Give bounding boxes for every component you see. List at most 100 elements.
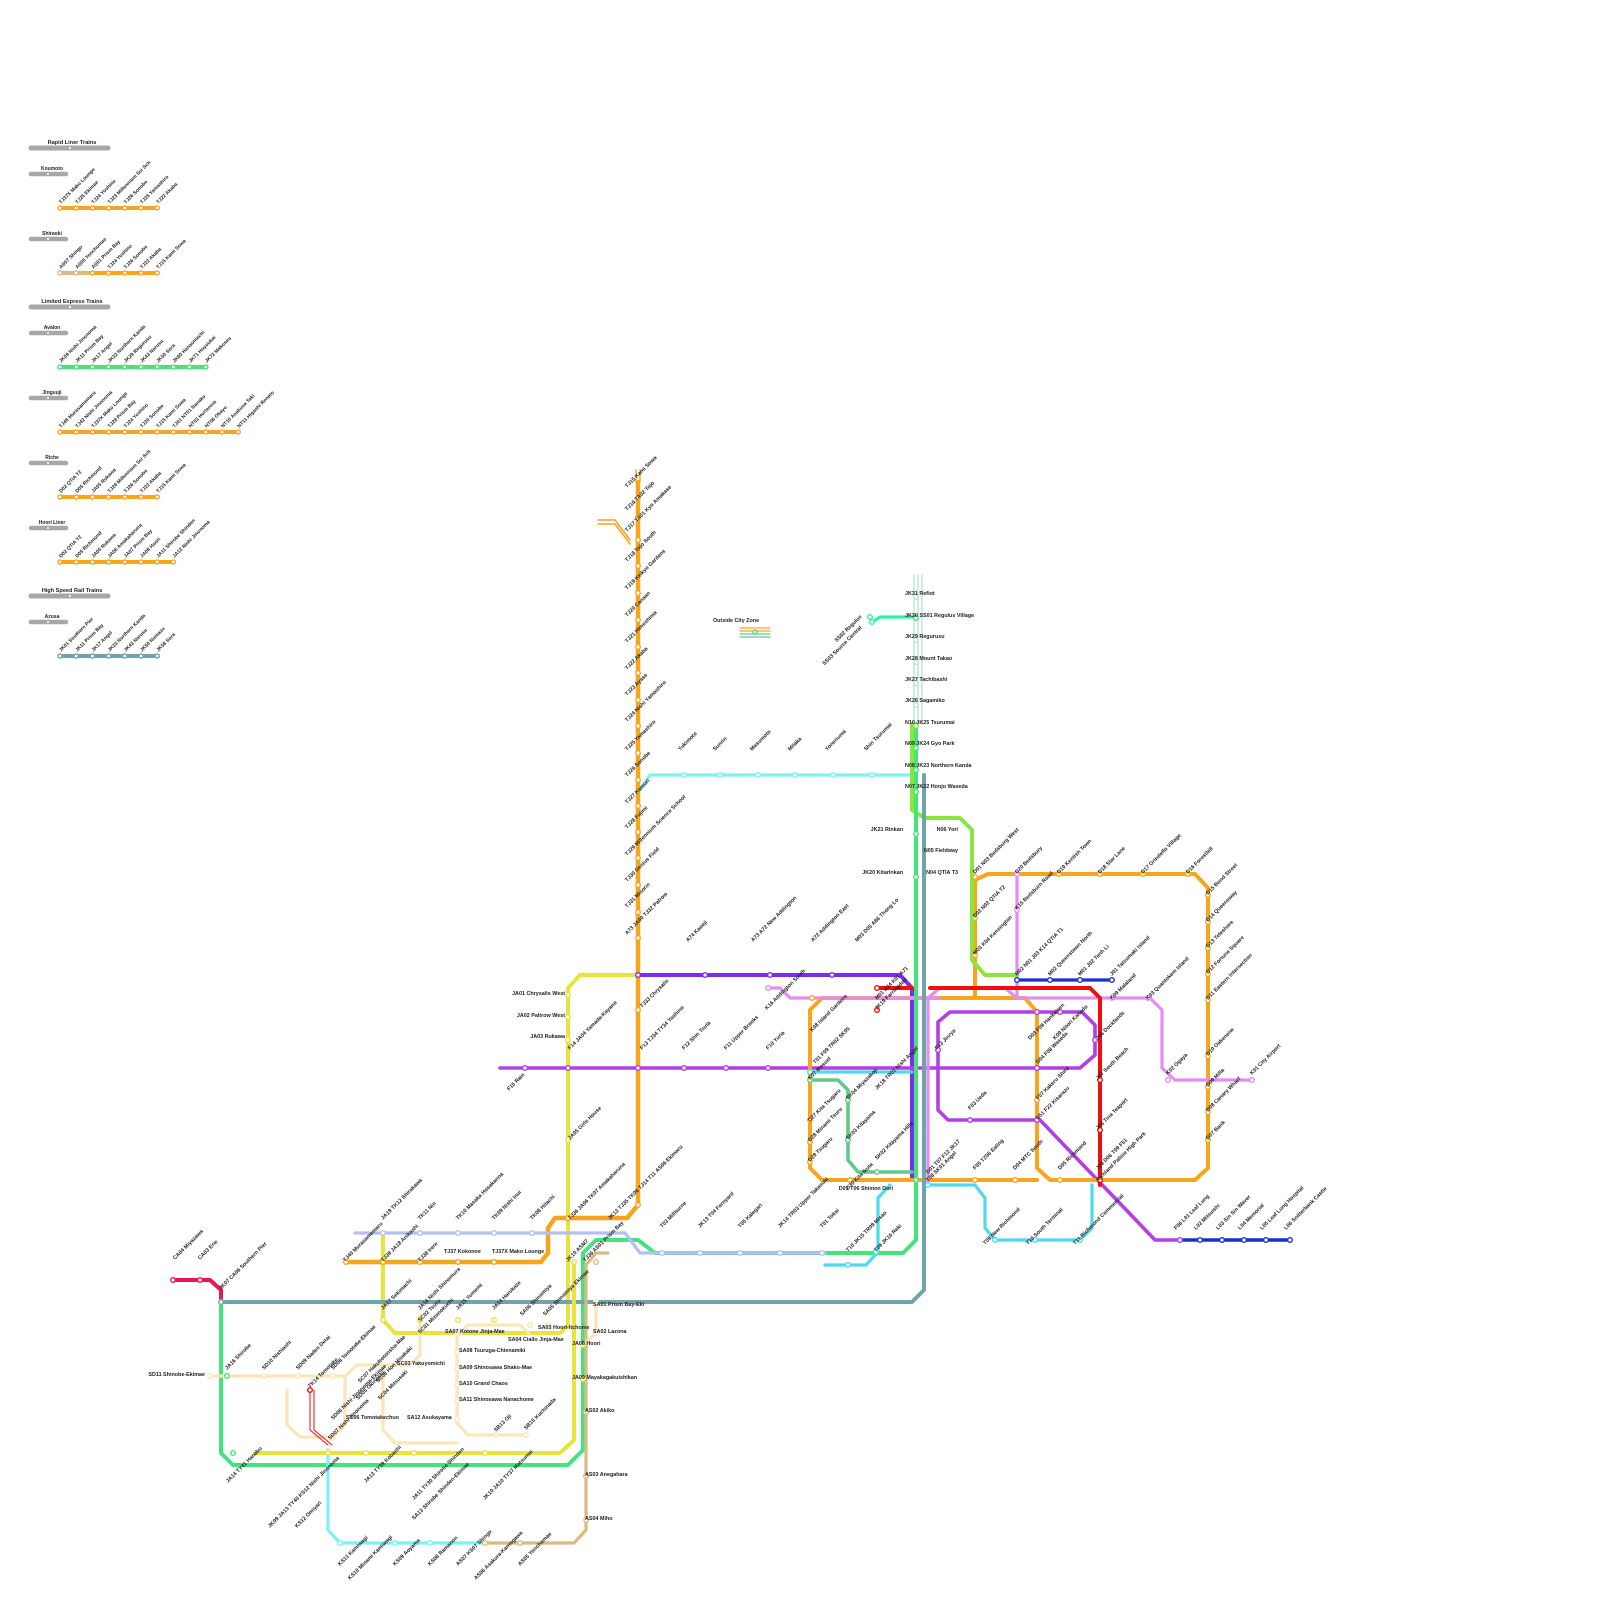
station-marker[interactable] bbox=[1033, 1116, 1040, 1123]
station-marker[interactable] bbox=[1108, 977, 1115, 984]
legend-station-ja05-rukawa[interactable] bbox=[89, 559, 96, 565]
station-marker[interactable] bbox=[913, 637, 920, 644]
station-marker[interactable] bbox=[1144, 995, 1151, 1002]
legend-station-tj37x-mako-lounge[interactable] bbox=[89, 429, 96, 435]
legend-station-tj29-prism-bay[interactable] bbox=[105, 429, 112, 435]
station-marker[interactable] bbox=[593, 1258, 600, 1265]
station-marker[interactable] bbox=[206, 1372, 213, 1379]
line-lavender-tk[interactable] bbox=[381, 1231, 827, 1255]
station-marker[interactable] bbox=[337, 1539, 344, 1546]
legend-station-nt06-okayo[interactable] bbox=[202, 429, 209, 435]
station-marker[interactable] bbox=[454, 1348, 461, 1355]
legend-station-jk22-northern-kanda[interactable] bbox=[105, 364, 112, 370]
station-marker[interactable] bbox=[1031, 1236, 1038, 1243]
station-marker[interactable] bbox=[635, 723, 642, 730]
station-marker[interactable] bbox=[482, 1539, 489, 1546]
station-marker[interactable] bbox=[1204, 1136, 1211, 1143]
station-marker[interactable] bbox=[972, 874, 979, 881]
station-marker[interactable] bbox=[807, 1068, 814, 1075]
station-marker[interactable] bbox=[343, 1258, 350, 1265]
station-marker[interactable] bbox=[1014, 871, 1021, 878]
station-marker[interactable] bbox=[529, 1229, 536, 1236]
station-marker[interactable] bbox=[1096, 1076, 1103, 1083]
station-marker[interactable] bbox=[869, 772, 876, 779]
station-marker[interactable] bbox=[565, 1014, 572, 1021]
legend-station-ja08-hoori[interactable] bbox=[138, 559, 144, 565]
station-marker[interactable] bbox=[635, 803, 642, 810]
station-marker[interactable] bbox=[1204, 1083, 1211, 1090]
station-marker[interactable] bbox=[1204, 919, 1211, 926]
station-marker[interactable] bbox=[454, 1329, 461, 1336]
station-marker[interactable] bbox=[717, 772, 724, 779]
station-marker[interactable] bbox=[635, 935, 642, 942]
station-marker[interactable] bbox=[1204, 1108, 1211, 1115]
line-cyan-north[interactable] bbox=[638, 773, 914, 792]
legend-station-tj22-akaba[interactable] bbox=[154, 205, 160, 211]
station-marker[interactable] bbox=[845, 1136, 852, 1143]
line-teal-hsr[interactable] bbox=[219, 773, 926, 1304]
station-marker[interactable] bbox=[417, 1361, 424, 1368]
line-green-jk[interactable] bbox=[219, 722, 918, 1467]
line-yellow-ja[interactable] bbox=[381, 973, 640, 1335]
station-marker[interactable] bbox=[565, 1214, 572, 1221]
legend-station-jk58-sora[interactable] bbox=[154, 653, 160, 659]
station-marker[interactable] bbox=[807, 1138, 814, 1145]
station-marker[interactable] bbox=[635, 515, 642, 522]
legend-station-as01-prism-bay[interactable] bbox=[89, 270, 96, 276]
station-marker[interactable] bbox=[635, 1064, 642, 1071]
station-marker[interactable] bbox=[1055, 871, 1062, 878]
station-marker[interactable] bbox=[807, 1076, 814, 1083]
legend-station-ja05-rukawa[interactable] bbox=[89, 494, 96, 500]
station-marker[interactable] bbox=[847, 1176, 854, 1183]
station-marker[interactable] bbox=[635, 1201, 642, 1208]
legend-station-jk29-regurusu[interactable] bbox=[122, 364, 128, 370]
station-marker[interactable] bbox=[1056, 1009, 1063, 1016]
station-marker[interactable] bbox=[491, 1316, 498, 1323]
legend-station-ja11-shirobe-shinden[interactable] bbox=[154, 559, 160, 565]
station-marker[interactable] bbox=[1204, 892, 1211, 899]
station-marker[interactable] bbox=[593, 1329, 600, 1336]
legend-station-tj01-nt01-nanako[interactable] bbox=[170, 429, 177, 435]
legend-station-as07-shingo[interactable] bbox=[57, 270, 63, 276]
station-marker[interactable] bbox=[819, 1249, 826, 1256]
station-marker[interactable] bbox=[765, 985, 772, 992]
station-marker[interactable] bbox=[583, 1408, 590, 1415]
line-yellow-south[interactable] bbox=[253, 1260, 576, 1455]
station-marker[interactable] bbox=[913, 594, 920, 601]
station-marker[interactable] bbox=[635, 750, 642, 757]
station-marker[interactable] bbox=[330, 1433, 337, 1440]
station-marker[interactable] bbox=[1096, 871, 1103, 878]
station-marker[interactable] bbox=[380, 1258, 387, 1265]
station-marker[interactable] bbox=[1262, 1236, 1269, 1243]
legend-station-jk09-nishi-jinonoma[interactable] bbox=[57, 364, 63, 370]
legend-station-jk72-makoseu[interactable] bbox=[202, 364, 209, 370]
legend-station-jk71-hoyoukai[interactable] bbox=[186, 364, 193, 370]
station-marker[interactable] bbox=[169, 1276, 176, 1283]
station-marker[interactable] bbox=[635, 829, 642, 836]
station-marker[interactable] bbox=[522, 1064, 529, 1071]
station-marker[interactable] bbox=[635, 1007, 642, 1014]
station-marker[interactable] bbox=[565, 1036, 572, 1043]
station-marker[interactable] bbox=[635, 537, 642, 544]
station-marker[interactable] bbox=[913, 874, 920, 881]
station-marker[interactable] bbox=[935, 1046, 942, 1053]
station-marker[interactable] bbox=[869, 619, 876, 626]
station-marker[interactable] bbox=[417, 1258, 424, 1265]
legend-station-jk17-angel[interactable] bbox=[89, 653, 96, 659]
station-marker[interactable] bbox=[545, 1321, 552, 1328]
station-marker[interactable] bbox=[874, 1168, 881, 1175]
station-marker[interactable] bbox=[829, 972, 836, 979]
station-marker[interactable] bbox=[493, 1431, 500, 1438]
station-marker[interactable] bbox=[681, 772, 688, 779]
station-marker[interactable] bbox=[580, 1375, 587, 1382]
legend-station-tj48-murasamemaru[interactable] bbox=[57, 429, 63, 435]
legend-station-nt03-hortensia[interactable] bbox=[186, 429, 193, 435]
station-marker[interactable] bbox=[874, 1007, 881, 1014]
station-marker[interactable] bbox=[925, 1181, 932, 1188]
legend-station-tj37x-mako-lounge[interactable] bbox=[57, 205, 63, 211]
station-marker[interactable] bbox=[765, 1064, 772, 1071]
station-marker[interactable] bbox=[723, 1064, 730, 1071]
legend-station-jk50-sora[interactable] bbox=[154, 364, 160, 370]
station-marker[interactable] bbox=[635, 909, 642, 916]
station-marker[interactable] bbox=[845, 1261, 852, 1268]
